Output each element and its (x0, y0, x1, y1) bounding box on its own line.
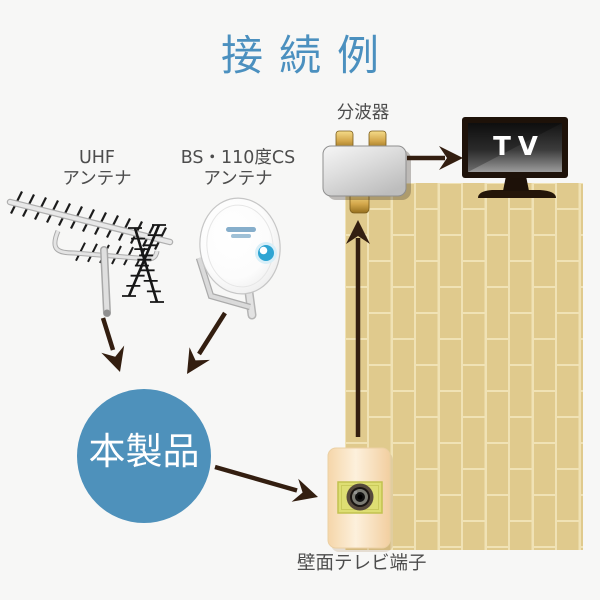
arrow-product-to-terminal (214, 464, 318, 502)
bs-dish-illustration (195, 197, 281, 320)
tv-illustration (462, 117, 568, 198)
dish-logo-mark (226, 227, 256, 232)
product-label: 本製品 (88, 430, 200, 473)
wall-terminal-illustration (327, 447, 393, 552)
dish-logo-mark (231, 234, 251, 238)
uhf-antenna-label-line1: UHF (78, 148, 116, 168)
splitter-illustration (322, 130, 411, 214)
product-circle (77, 389, 211, 523)
arrow-bs-to-product (187, 311, 227, 374)
uhf-reflector (122, 224, 166, 303)
bs-antenna-label-line1: BS・110度CS (180, 148, 296, 168)
tv-screen-label: TV (493, 132, 545, 162)
wall-terminal-label: 壁面テレビ端子 (297, 553, 427, 574)
bs-antenna-label: BS・110度CS アンテナ (168, 148, 308, 191)
arrow-terminal-to-splitter (346, 220, 370, 437)
uhf-antenna-label-line2: アンテナ (62, 169, 132, 190)
arrow-uhf-to-product (100, 317, 125, 372)
uhf-antenna-label: UHF アンテナ (37, 148, 157, 191)
page-title: 接続例 (220, 31, 395, 80)
bs-antenna-label-line2: アンテナ (203, 169, 273, 190)
splitter-label: 分波器 (336, 103, 390, 123)
uhf-antenna-illustration (6, 191, 174, 317)
arrow-splitter-to-tv (407, 146, 463, 170)
